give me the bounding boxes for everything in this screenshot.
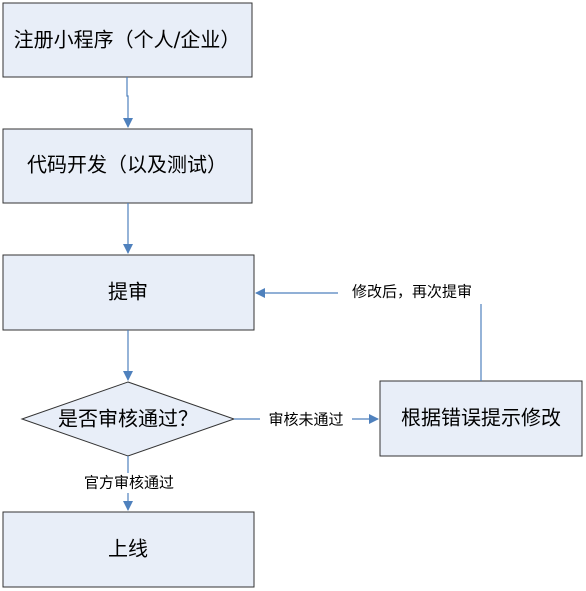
node-decision: 是否审核通过？	[20, 381, 236, 457]
edge-resubmit-label-bg	[338, 282, 486, 304]
edge-pass-label-bg	[74, 473, 184, 493]
node-launch-label: 上线	[108, 537, 148, 561]
edge-register-develop	[123, 77, 133, 128]
node-fix: 根据错误提示修改	[379, 380, 583, 457]
edge-fail-label-bg	[260, 409, 352, 429]
edge-pass-label: 官方审核通过	[84, 474, 174, 492]
edge-resubmit-label: 修改后，再次提审	[352, 283, 472, 301]
node-launch-box	[2, 511, 255, 588]
node-develop-box	[2, 128, 253, 204]
node-register: 注册小程序（个人/企业）	[2, 2, 253, 78]
node-fix-label: 根据错误提示修改	[401, 406, 561, 430]
node-launch: 上线	[2, 511, 255, 588]
edge-fail-label: 审核未通过	[268, 411, 343, 429]
node-fix-box	[379, 380, 583, 457]
node-submit: 提审	[2, 254, 255, 331]
node-develop: 代码开发（以及测试）	[2, 128, 253, 204]
node-submit-box	[2, 254, 255, 331]
node-submit-label: 提审	[108, 280, 148, 304]
edge-fix-submit	[255, 288, 482, 381]
node-develop-label: 代码开发（以及测试）	[27, 153, 227, 177]
node-register-label: 注册小程序（个人/企业）	[14, 28, 241, 52]
node-register-box	[2, 2, 253, 78]
node-decision-label: 是否审核通过？	[58, 407, 198, 431]
